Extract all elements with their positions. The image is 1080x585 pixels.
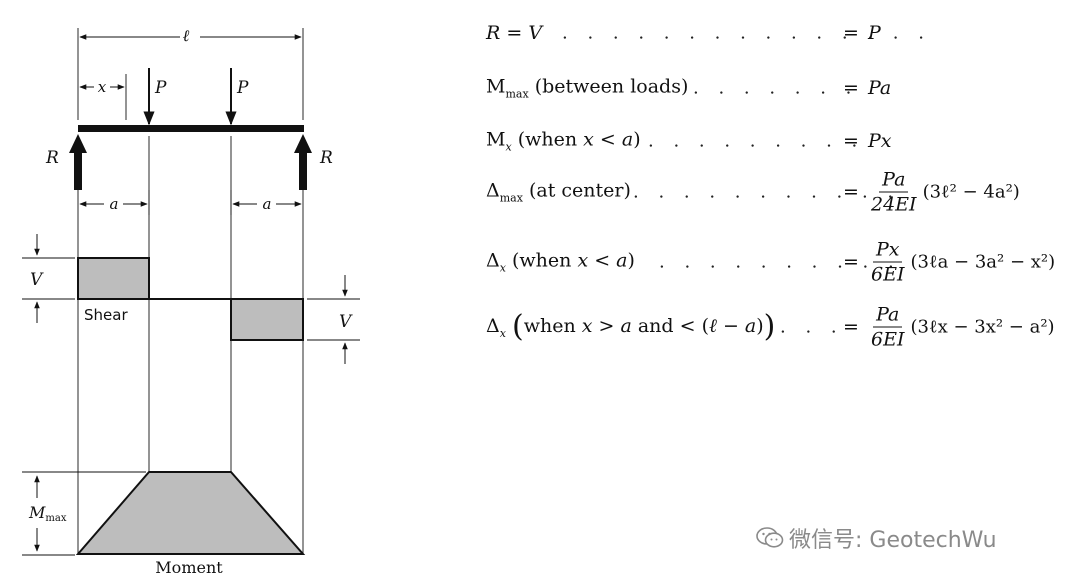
svg-text:Mmax: Mmax (28, 503, 67, 524)
equals: = (843, 130, 859, 152)
formula-row-reaction: R = V . . . . . . . . . . . . . . . = P (486, 22, 931, 44)
formula-row-deflection-max: Δmax (at center) . . . . . . . . . . . =… (486, 168, 1020, 216)
equals: = (843, 316, 859, 338)
equals: = (843, 181, 859, 203)
equals: = (843, 251, 859, 273)
reaction-arrow-left: R (45, 134, 87, 190)
formula-list: R = V . . . . . . . . . . . . . . . = P … (486, 0, 1076, 370)
formula-rhs-reaction: P (868, 22, 881, 44)
moment-trapezoid (75, 471, 306, 555)
formula-rhs-mmax: Pa (868, 77, 892, 99)
mmax-label: M (28, 503, 46, 522)
formula-lhs-deflection-max: Δmax (at center) (486, 179, 631, 205)
watermark: 微信号: GeotechWu (755, 522, 997, 554)
moment-diagram: Mmax Moment (22, 471, 306, 577)
wechat-icon (756, 527, 784, 548)
shear-v-label-right: V (339, 312, 353, 332)
formula-row-mx: Mx (when x < a) . . . . . . . . . = Px (486, 128, 892, 154)
equals: = (843, 77, 859, 99)
reaction-label-right: R (319, 148, 333, 168)
a-dimension-left: a (79, 195, 148, 213)
mmax-sub: max (45, 513, 66, 524)
x-dimension: x (79, 78, 125, 96)
load-label-left: P (154, 78, 167, 98)
formula-lhs-deflection-x-outer: Δx (when x > a and < (ℓ − a)) (486, 309, 776, 344)
load-arrow-right: P (225, 68, 249, 126)
formula-row-deflection-x-inner: Δx (when x < a) . . . . . . . . . . = Px… (486, 238, 1056, 286)
shear-label: Shear (84, 306, 128, 324)
formula-row-mmax: Mmax (between loads) . . . . . . . = Pa (486, 75, 892, 101)
load-label-right: P (236, 78, 249, 98)
shear-diagram: V V Shear (22, 234, 360, 364)
a-dimension-right: a (232, 195, 302, 213)
a-label-left: a (110, 195, 119, 213)
reaction-arrow-right: R (294, 134, 333, 190)
reaction-label-left: R (45, 148, 59, 168)
a-label-right: a (263, 195, 272, 213)
formula-rhs-mx: Px (868, 130, 892, 152)
watermark-text: 微信号: GeotechWu (789, 528, 997, 553)
x-label: x (98, 78, 107, 96)
moment-label: Moment (155, 558, 223, 577)
beam (78, 125, 304, 132)
load-arrow-left: P (143, 68, 167, 126)
formula-lhs-deflection-x-inner: Δx (when x < a) (486, 249, 635, 275)
formula-lhs-mx: Mx (when x < a) (486, 128, 641, 154)
formula-lhs-mmax: Mmax (between loads) (486, 75, 689, 101)
span-dimension: ℓ (79, 26, 302, 45)
formula-lhs-reaction: R = V (486, 22, 543, 44)
equals: = (843, 22, 859, 44)
shear-block-positive (77, 257, 150, 300)
formula-row-deflection-x-outer: Δx (when x > a and < (ℓ − a)) . . . = Pa… (486, 303, 1055, 351)
span-label: ℓ (183, 26, 190, 45)
shear-block-negative (230, 298, 304, 341)
shear-v-label-left: V (30, 270, 44, 290)
beam-diagram: ℓ x P P R R a a (22, 26, 360, 577)
